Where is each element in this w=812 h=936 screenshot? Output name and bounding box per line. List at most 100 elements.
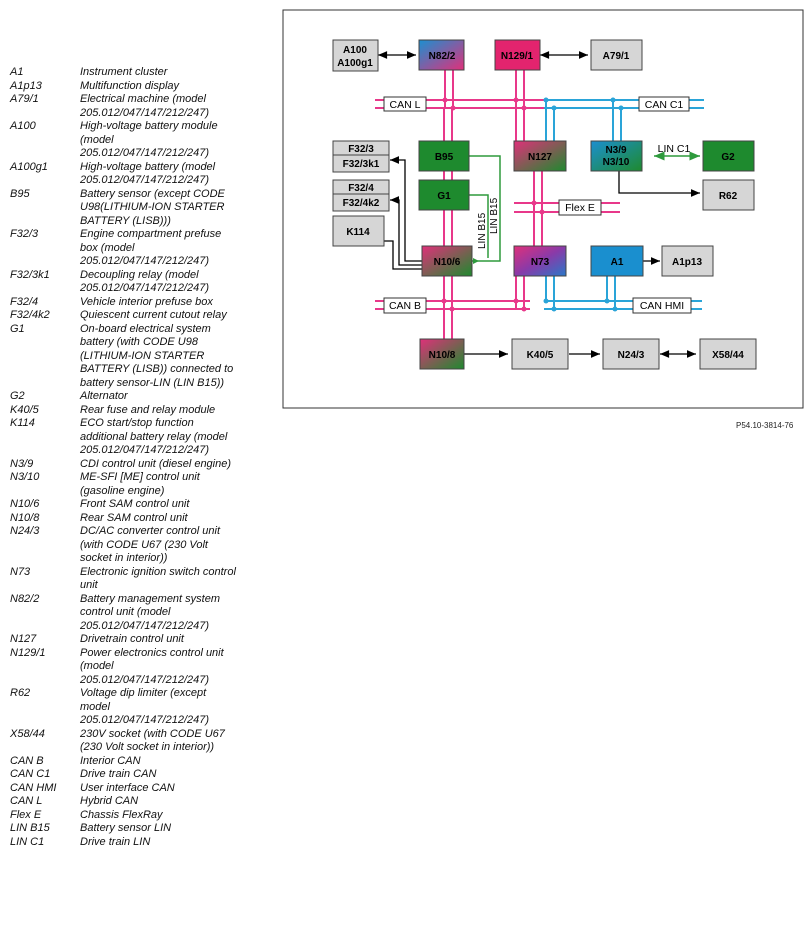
legend-description: Interior CAN xyxy=(80,754,141,767)
box-n129-1 xyxy=(494,39,541,71)
label-n3-10: N3/10 xyxy=(603,157,630,168)
box-k114 xyxy=(332,215,385,247)
legend-description: 230V socket (with CODE U67 (230 Volt soc… xyxy=(80,727,225,754)
legend-code: N127 xyxy=(10,633,37,645)
legend-description: High-voltage battery (model 205.012/047/… xyxy=(80,160,216,187)
legend-code: CAN B xyxy=(10,754,44,767)
legend-code: A1 xyxy=(10,66,24,78)
legend-code: N3/10 xyxy=(10,471,40,483)
box-n73 xyxy=(513,245,567,277)
label-f32-3k1: F32/3k1 xyxy=(343,159,380,170)
legend-code: K40/5 xyxy=(10,403,39,416)
box-b95 xyxy=(418,140,470,172)
box-g1 xyxy=(418,179,470,211)
box-x58-44 xyxy=(699,338,757,370)
legend-row: CAN B Interior CAN xyxy=(10,755,272,769)
label-x58-44: X58/44 xyxy=(712,350,744,361)
legend-code: B95 xyxy=(10,187,30,200)
box-a100 xyxy=(332,39,379,72)
label-f32-4: F32/4 xyxy=(348,183,374,194)
legend-row: LIN B15 Battery sensor LIN xyxy=(10,822,272,836)
box-a79-1 xyxy=(590,39,643,71)
label-b95: B95 xyxy=(435,152,454,163)
legend-row: N82/2 Battery management system control u… xyxy=(10,593,272,634)
legend-description: Electronic ignition switch control unit xyxy=(80,565,236,592)
label-a1p13: A1p13 xyxy=(672,257,702,268)
lin-lines xyxy=(469,151,700,262)
box-n82-2 xyxy=(418,39,465,71)
label-n10-6: N10/6 xyxy=(434,257,461,268)
box-n10-8 xyxy=(419,338,465,370)
legend-description: Hybrid CAN xyxy=(80,795,139,807)
label-k40-5: K40/5 xyxy=(527,350,554,361)
text-flex-e: Flex E xyxy=(565,202,595,214)
legend-code: F32/3 xyxy=(10,228,39,240)
legend-description: High-voltage battery module (model 205.0… xyxy=(80,120,218,159)
label-g2: G2 xyxy=(721,152,735,163)
figure-caption: P54.10-3814-76 xyxy=(736,421,794,430)
legend-description: Drive train CAN xyxy=(80,768,157,780)
legend-description: Battery sensor (except CODE U98(LITHIUM-… xyxy=(80,187,225,227)
tag-flex-e xyxy=(558,199,602,216)
label-r62: R62 xyxy=(719,191,738,202)
legend-code: Flex E xyxy=(10,808,42,821)
box-k40-5 xyxy=(511,338,569,370)
legend-description: Battery management system control unit (… xyxy=(80,592,221,632)
legend-description: Engine compartment prefuse box (model 20… xyxy=(80,228,222,267)
text-can-l: CAN L xyxy=(390,99,421,111)
box-n127 xyxy=(513,140,567,172)
legend-description: Alternator xyxy=(80,390,128,402)
label-n3-9: N3/9 xyxy=(605,145,627,156)
legend-description: ME-SFI [ME] control unit (gasoline engin… xyxy=(80,471,200,497)
legend-code: N10/8 xyxy=(10,511,40,524)
box-n24-3 xyxy=(602,338,660,370)
tag-can-c1 xyxy=(638,96,690,112)
label-n24-3: N24/3 xyxy=(618,350,645,361)
legend-description: Battery sensor LIN xyxy=(80,822,172,834)
label-n82-2: N82/2 xyxy=(429,51,456,62)
label-f32-3: F32/3 xyxy=(348,144,374,155)
box-f32-3 xyxy=(332,140,390,173)
legend-code: F32/4 xyxy=(10,295,39,308)
tag-can-l xyxy=(383,96,427,112)
box-r62 xyxy=(702,179,755,211)
legend-code: G1 xyxy=(10,322,25,335)
legend-description: On-board electrical system battery (with… xyxy=(80,322,234,389)
legend-description: Rear SAM control unit xyxy=(80,511,188,524)
legend-description: User interface CAN xyxy=(80,781,175,794)
legend-row: N73 Electronic ignition switch control un… xyxy=(10,566,272,593)
legend-code: F32/3k1 xyxy=(10,268,50,281)
legend-code: N129/1 xyxy=(10,646,46,659)
legend-code: LIN B15 xyxy=(10,822,50,834)
legend-code: N82/2 xyxy=(10,592,40,605)
legend-description: Voltage dip limiter (except model 205.01… xyxy=(80,687,210,726)
legend-description: Drivetrain control unit xyxy=(80,633,184,645)
label-n73: N73 xyxy=(531,257,550,268)
black-lines xyxy=(378,51,700,358)
text-lin-c1: LIN C1 xyxy=(658,143,691,155)
legend-code: F32/4k2 xyxy=(10,309,50,321)
legend-description: Instrument cluster xyxy=(80,66,168,78)
legend-description: DC/AC converter control unit (with CODE … xyxy=(80,525,220,564)
tag-can-hmi xyxy=(632,297,692,314)
legend-code: N24/3 xyxy=(10,525,40,537)
pink-bus-nodes xyxy=(441,97,545,312)
legend-code: G2 xyxy=(10,390,25,402)
legend-code: N73 xyxy=(10,565,31,578)
tag-can-b xyxy=(383,297,427,314)
legend-description: Rear fuse and relay module xyxy=(80,403,216,416)
legend-row: G2 Alternator xyxy=(10,390,272,404)
